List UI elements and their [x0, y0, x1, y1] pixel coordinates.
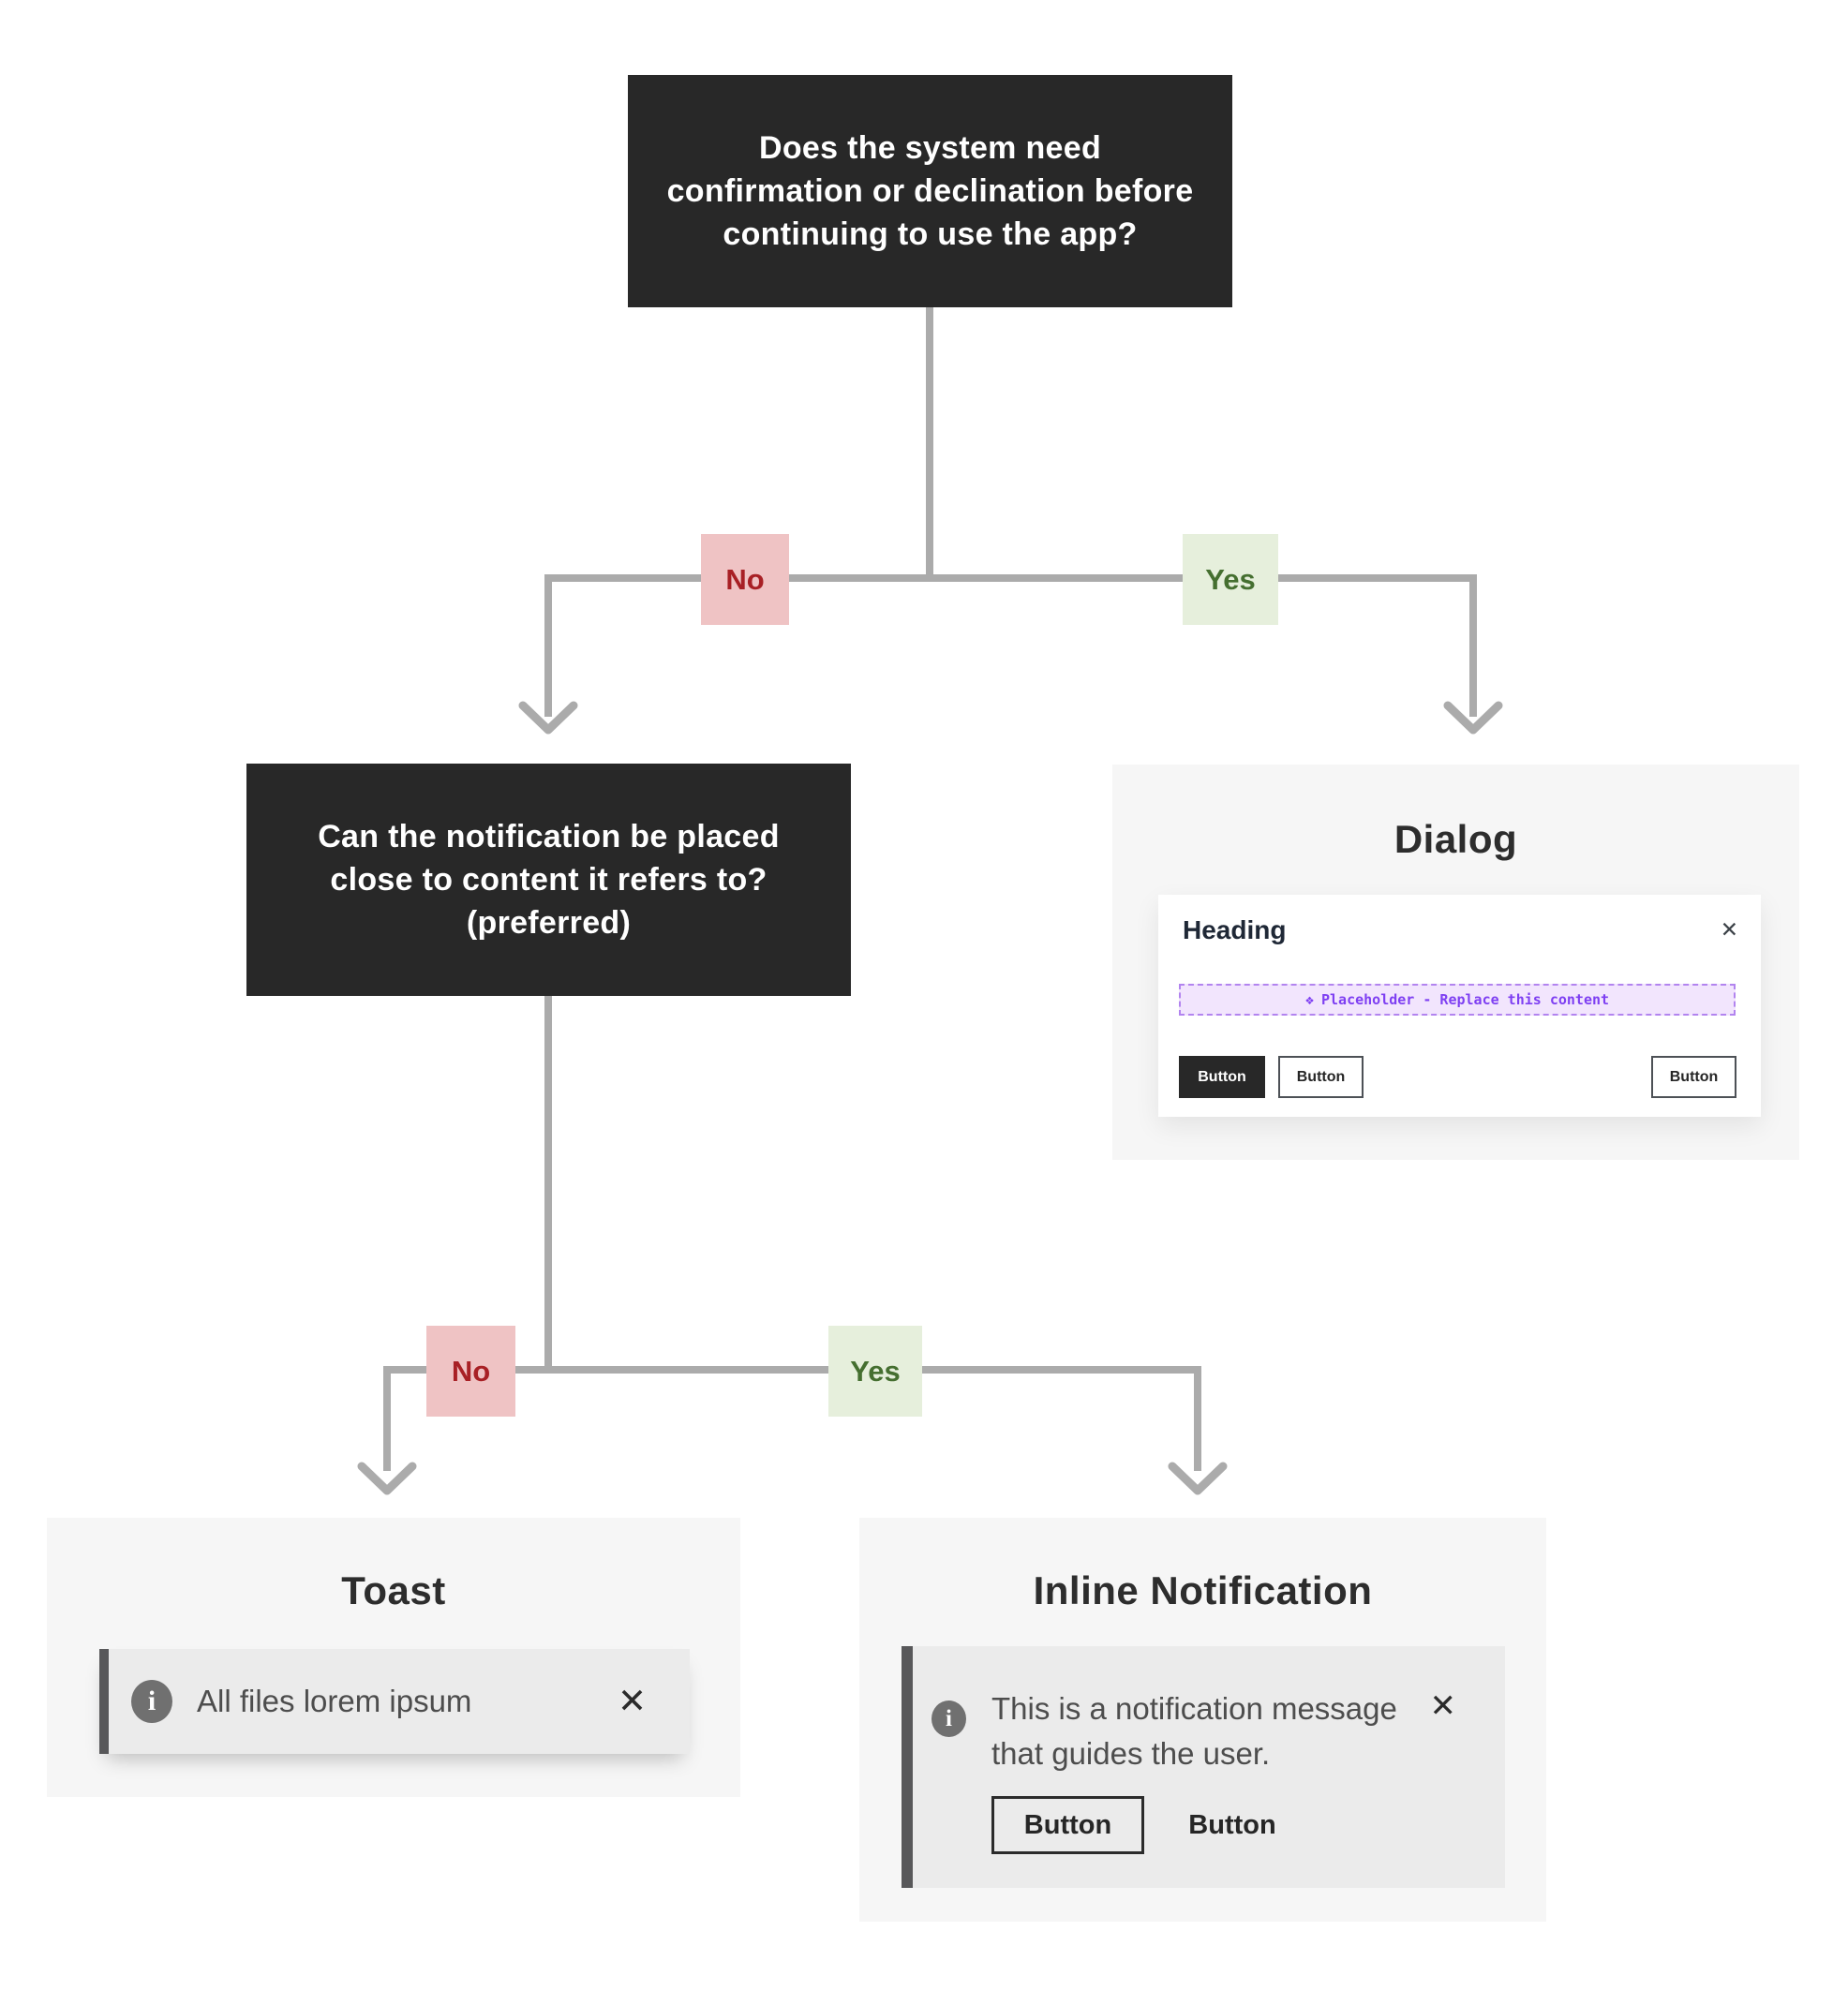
toast-panel-title: Toast	[341, 1568, 446, 1612]
placeholder-text: Placeholder - Replace this content	[1320, 991, 1610, 1008]
decision-node-text-line: Does the system need	[758, 130, 1102, 166]
inline-ghost-button[interactable]: Button	[1188, 1809, 1276, 1840]
close-icon[interactable]: ✕	[1720, 917, 1738, 942]
connector-branch2-left-stem	[383, 1366, 391, 1471]
connector-branch1-right-stem	[1469, 574, 1477, 717]
dialog-placeholder-slot: ❖ Placeholder - Replace this content	[1179, 984, 1736, 1016]
connector-branch1-left-stem	[544, 574, 552, 717]
inline-notification-message-line: This is a notification message	[991, 1691, 1397, 1726]
close-icon[interactable]: ✕	[1429, 1688, 1457, 1724]
inline-primary-button[interactable]: Button	[991, 1796, 1144, 1854]
dialog-panel-title: Dialog	[1393, 817, 1518, 861]
arrowhead-down-icon	[518, 701, 578, 736]
dialog-secondary-button[interactable]: Button	[1278, 1056, 1364, 1098]
dialog-heading: Heading	[1183, 915, 1287, 944]
decision-node-text-line: close to content it refers to?	[330, 862, 768, 898]
decision-node-root-question: Does the system need confirmation or dec…	[628, 75, 1232, 307]
connector-node2-stem	[544, 996, 552, 1370]
dialog-card: Heading ✕ ❖ Placeholder - Replace this c…	[1158, 895, 1761, 1117]
branch2-no-label: No	[426, 1326, 515, 1417]
branch1-no-label: No	[701, 534, 789, 625]
placeholder-diamond-icon: ❖	[1304, 991, 1314, 1008]
decision-node-text-line: (preferred)	[466, 905, 632, 941]
arrowhead-down-icon	[1443, 701, 1503, 736]
toast-message: All files lorem ipsum	[197, 1684, 472, 1718]
toast-panel: Toast i All files lorem ipsum ✕	[47, 1518, 740, 1797]
inline-notification-accent-bar	[902, 1646, 913, 1888]
decision-node-text-line: Can the notification be placed	[318, 819, 780, 854]
branch1-yes-label: Yes	[1183, 534, 1278, 625]
branch2-yes-label: Yes	[828, 1326, 922, 1417]
inline-notification-panel-title: Inline Notification	[1033, 1568, 1373, 1612]
info-icon: i	[931, 1701, 966, 1737]
decision-node-text-line: continuing to use the app?	[723, 216, 1138, 252]
connector-branch2-right-stem	[1194, 1366, 1201, 1471]
arrowhead-down-icon	[357, 1462, 417, 1497]
decision-node-placement-question: Can the notification be placed close to …	[246, 764, 851, 996]
toast-accent-bar	[99, 1649, 109, 1754]
arrowhead-down-icon	[1168, 1462, 1228, 1497]
connector-branch1-horizontal	[544, 574, 1477, 582]
dialog-primary-button[interactable]: Button	[1179, 1056, 1265, 1098]
close-icon[interactable]: ✕	[617, 1682, 647, 1720]
inline-notification-panel: Inline Notification i This is a notifica…	[859, 1518, 1546, 1922]
connector-root-stem	[926, 307, 933, 582]
dialog-tertiary-button[interactable]: Button	[1651, 1056, 1736, 1098]
inline-notification-message-line: that guides the user.	[991, 1736, 1271, 1771]
connector-branch2-horizontal	[383, 1366, 1201, 1374]
inline-notification-card: i This is a notification message that gu…	[902, 1646, 1505, 1888]
info-icon: i	[131, 1680, 172, 1723]
dialog-panel: Dialog Heading ✕ ❖ Placeholder - Replace…	[1112, 765, 1799, 1160]
decision-node-text-line: confirmation or declination before	[666, 173, 1194, 209]
toast-card: i All files lorem ipsum ✕	[99, 1649, 690, 1754]
